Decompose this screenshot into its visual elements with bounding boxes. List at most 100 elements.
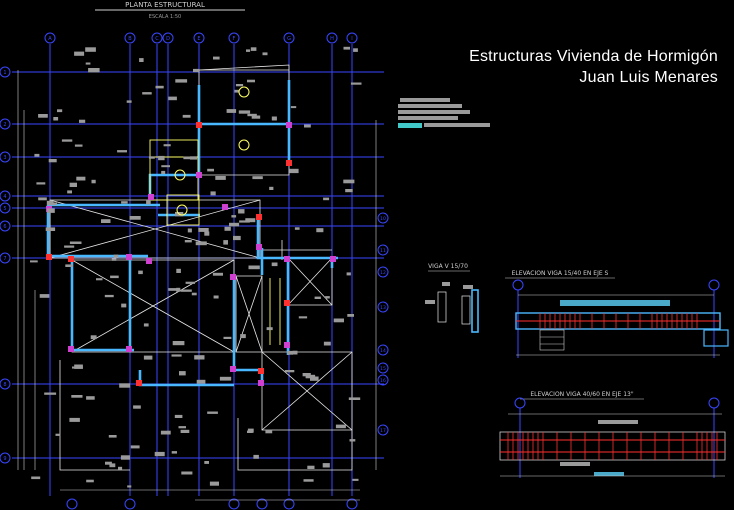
plan-note — [271, 116, 277, 121]
plan-note — [142, 92, 152, 95]
column-marker — [136, 380, 142, 386]
grid-bubble-top: C — [151, 32, 163, 44]
plan-note — [74, 51, 85, 56]
plan-note — [163, 144, 171, 147]
grid-bubble-right: 10 — [377, 212, 389, 224]
plan-note — [69, 241, 82, 244]
plan-note — [226, 109, 237, 113]
plan-note — [303, 479, 314, 482]
plan-note — [352, 478, 359, 481]
equipment-symbol — [176, 204, 188, 216]
plan-note — [250, 47, 257, 51]
plan-note — [246, 49, 251, 52]
plan-note — [38, 114, 48, 118]
plan-note — [65, 264, 73, 267]
plan-note — [252, 176, 263, 180]
grid-bubble-top: H — [326, 32, 338, 44]
column-marker — [196, 172, 202, 178]
column-marker — [256, 214, 262, 220]
grid-bubble-left: 5 — [0, 202, 11, 214]
plan-note — [176, 287, 181, 292]
plan-note — [168, 96, 177, 101]
plan-note — [271, 262, 278, 267]
plan-note — [238, 110, 251, 114]
plan-note — [233, 235, 241, 241]
grid-bubble-label: 7 — [3, 256, 6, 262]
plan-note — [183, 156, 194, 160]
grid-bubble-label: 4 — [3, 194, 6, 200]
column-marker — [68, 256, 74, 262]
plan-note — [158, 155, 165, 161]
plan-note — [316, 228, 324, 233]
plan-note — [79, 119, 86, 123]
plan-note — [298, 316, 308, 319]
plan-note — [171, 354, 182, 357]
plan-note — [294, 227, 300, 230]
column-marker — [330, 256, 336, 262]
column-marker — [284, 342, 290, 348]
grid-bubble-top: E — [193, 32, 205, 44]
grid-bubble-bottom — [256, 498, 268, 510]
plan-note — [178, 426, 186, 429]
beam-section-title: VIGA V 15/70 — [428, 263, 468, 270]
plan-note — [161, 165, 170, 168]
plan-note — [210, 191, 216, 196]
grid-bubble-label: I — [351, 36, 352, 42]
grid-bubble-top: G — [283, 32, 295, 44]
grid-bubble-left: 6 — [0, 220, 11, 232]
plan-note — [204, 231, 210, 236]
plan-note — [91, 179, 96, 184]
plan-note — [96, 278, 103, 281]
plan-note — [74, 364, 83, 369]
plan-note — [287, 350, 293, 355]
plan-note — [213, 295, 219, 299]
plan-scale: ESCALA 1:50 — [149, 14, 181, 20]
drawing-author: Juan Luis Menares — [579, 69, 718, 86]
plan-note — [343, 46, 350, 50]
plan-note — [133, 405, 141, 409]
plan-note — [245, 218, 256, 223]
grid-bubble-label: A — [48, 36, 52, 42]
plan-note — [76, 176, 86, 181]
plan-note — [247, 113, 257, 117]
plan-note — [31, 476, 41, 480]
plan-note — [67, 190, 72, 194]
plan-note — [314, 296, 321, 299]
plan-note — [325, 296, 330, 299]
plan-note — [323, 341, 331, 346]
column-marker — [256, 244, 262, 250]
plan-note — [118, 466, 123, 470]
column-marker — [258, 368, 264, 374]
plan-note — [209, 481, 219, 486]
plan-note — [109, 463, 116, 468]
grid-bubble-label: 16 — [380, 378, 386, 384]
column-marker — [230, 274, 236, 280]
plan-note — [213, 56, 220, 60]
plan-note — [179, 371, 186, 376]
grid-bubble-left: 2 — [0, 118, 11, 130]
plan-note — [196, 379, 206, 384]
beam-elevation-1: ELEVACION VIGA 15/40 EN EJE S — [505, 270, 729, 358]
grid-bubble-label: C — [155, 36, 159, 42]
column-marker — [126, 254, 132, 260]
plan-note — [53, 117, 59, 121]
plan-note — [219, 376, 232, 381]
plan-note — [266, 327, 273, 331]
plan-note — [212, 272, 223, 276]
column-marker — [222, 204, 228, 210]
plan-note — [113, 254, 119, 258]
plan-note — [204, 461, 209, 464]
elevation-1-title: ELEVACION VIGA 15/40 EN EJE S — [512, 270, 609, 277]
column-marker — [146, 258, 152, 264]
plan-note — [86, 396, 95, 400]
plan-note — [346, 272, 351, 276]
elevation-2-title: ELEVACION VIGA 40/60 EN EJE 13" — [530, 391, 634, 398]
grid-bubble-label: D — [166, 36, 170, 42]
plan-note — [127, 485, 132, 488]
plan-note — [126, 100, 132, 103]
drawing-title: Estructuras Vivienda de Hormigón — [469, 48, 718, 65]
plan-note — [269, 186, 274, 190]
plan-note — [74, 144, 83, 147]
plan-note — [85, 47, 96, 52]
